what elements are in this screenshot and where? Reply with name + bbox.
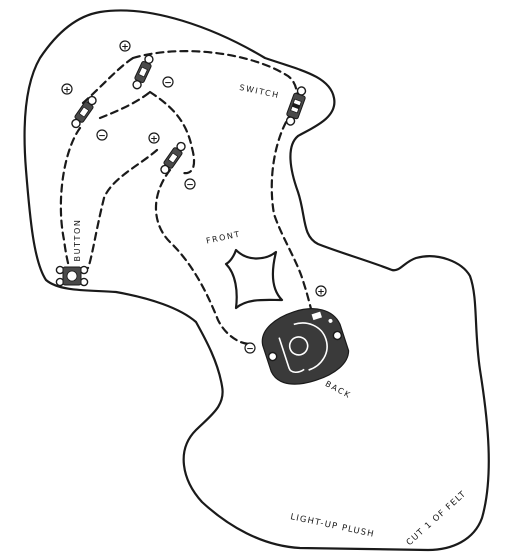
led-1 [71, 95, 97, 129]
led-3-minus-marker: − [184, 178, 196, 190]
led-1-plus-marker: + [61, 83, 73, 95]
svg-text:−: − [98, 131, 106, 141]
battery-plus-marker: + [315, 285, 327, 297]
svg-text:−: − [246, 344, 254, 354]
push-button [55, 265, 89, 287]
stitch-traces [59, 50, 314, 346]
led-3 [160, 141, 186, 175]
slide-switch [285, 86, 307, 126]
led-2 [132, 54, 154, 90]
svg-text:+: + [150, 134, 158, 144]
svg-text:+: + [121, 42, 129, 52]
battery-holder [261, 308, 350, 385]
svg-text:+: + [317, 287, 325, 297]
led-1-minus-marker: − [96, 129, 108, 141]
led-2-plus-marker: + [119, 40, 131, 52]
svg-text:+: + [63, 85, 71, 95]
center-hole-cutout [224, 248, 284, 310]
svg-text:−: − [164, 78, 172, 88]
battery-minus-marker: − [244, 342, 256, 354]
led-2-minus-marker: − [162, 76, 174, 88]
led-3-plus-marker: + [148, 132, 160, 144]
button-label: BUTTON [73, 219, 82, 262]
svg-text:−: − [186, 180, 194, 190]
